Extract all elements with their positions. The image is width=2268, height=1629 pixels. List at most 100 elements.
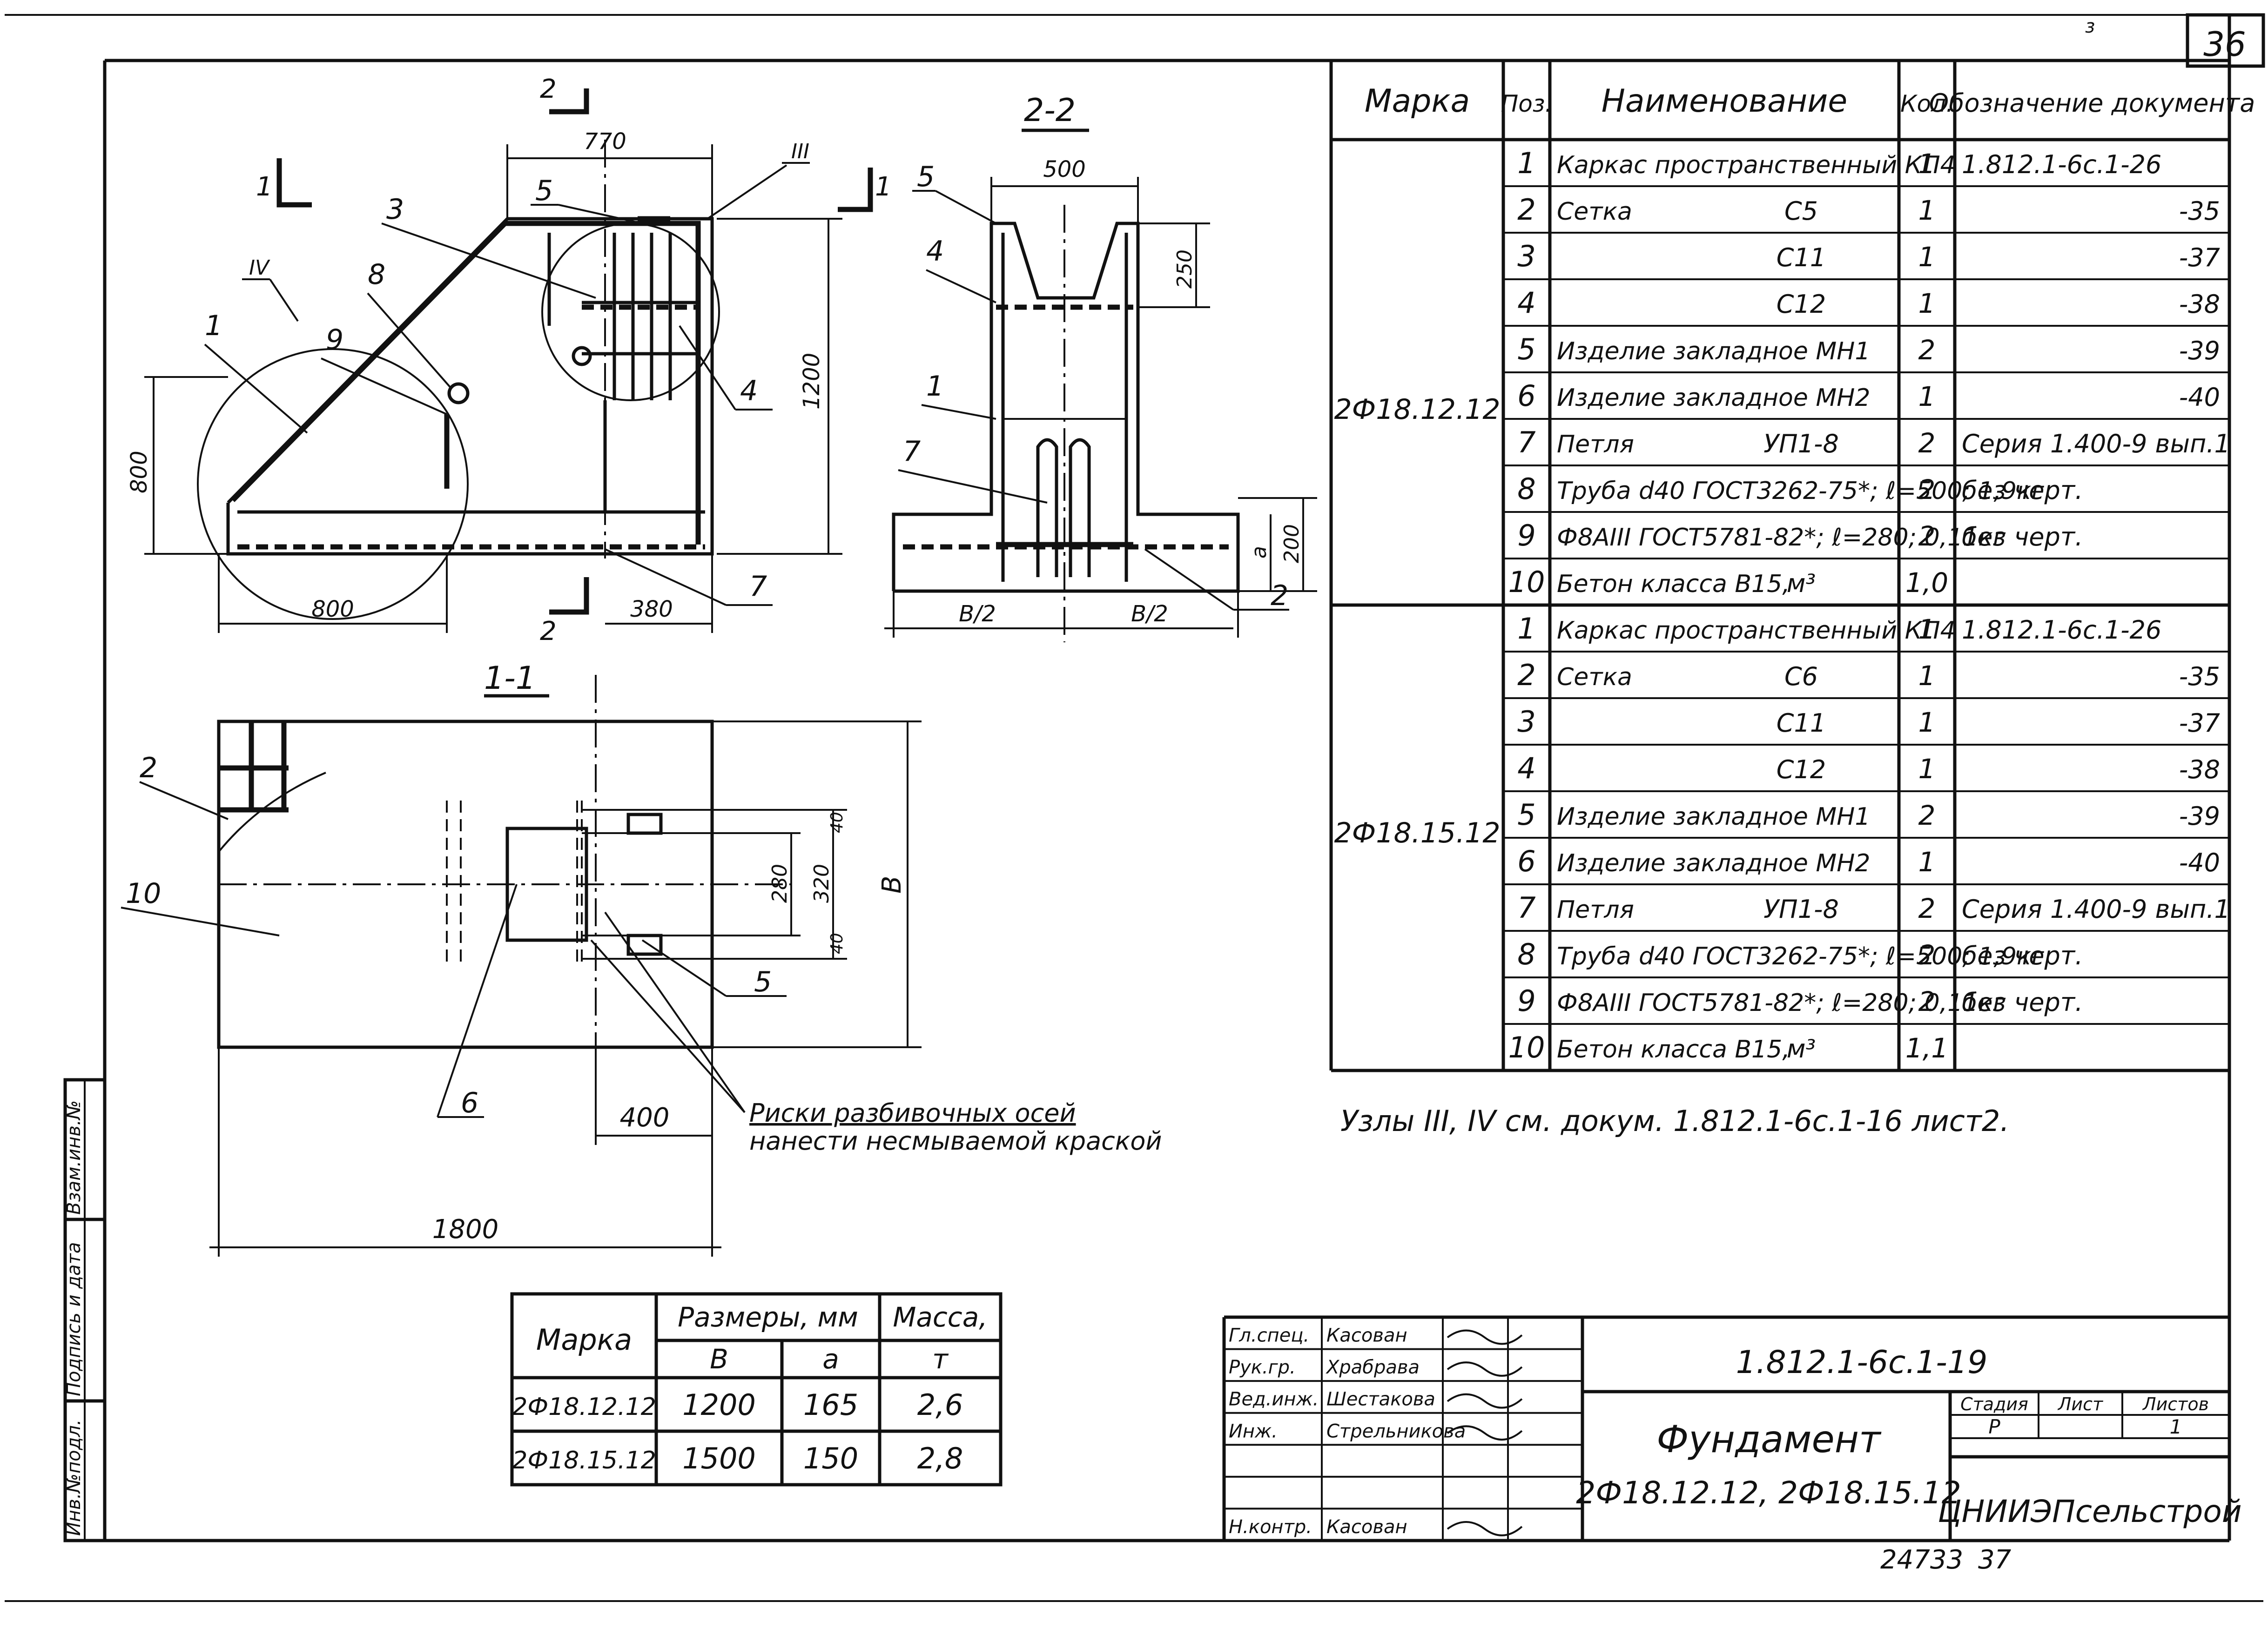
node-iii-label: III xyxy=(791,140,809,163)
spec-row-qty: 1 xyxy=(1918,707,1936,738)
sizes-sub-a: а xyxy=(822,1343,839,1375)
spec-row-code: м³ xyxy=(1787,569,1816,598)
spec-row-qty: 1 xyxy=(1918,148,1936,180)
sizes-table: Марка Размеры, мм Масса, В а т 2Ф18.12.1… xyxy=(510,1292,1003,1487)
spec-row-pos: 3 xyxy=(1517,705,1535,739)
spec-row-doc: Серия 1.400-9 вып.1 xyxy=(1962,895,2230,924)
spec-row-doc: -38 xyxy=(2179,289,2220,319)
section-marker-2-bottom: 2 xyxy=(540,616,557,646)
title-block-person: Касован xyxy=(1326,1325,1407,1346)
title-block-role: Вед.инж. xyxy=(1229,1389,1319,1410)
spec-row-doc: -39 xyxy=(2179,801,2220,831)
spec-row-code: С5 xyxy=(1784,196,1818,226)
dim-800-horizontal: 800 xyxy=(311,596,354,622)
spec-row-qty: 1 xyxy=(1918,613,1936,645)
spec-row-qty: 1 xyxy=(1918,753,1936,785)
spec-row-code: С12 xyxy=(1777,755,1826,784)
pos-label-2-s22: 2 xyxy=(1271,579,1288,612)
title-block-person: Касован xyxy=(1326,1516,1407,1538)
pos-label-7: 7 xyxy=(749,570,767,603)
title-block-role: Инж. xyxy=(1229,1420,1278,1442)
stage-label: Стадия xyxy=(1960,1394,2028,1414)
spec-row-name: Ф8АIII ГОСТ5781-82*; ℓ=280; 0,11кг xyxy=(1557,989,2006,1017)
pos-label-1: 1 xyxy=(205,310,222,342)
title-block-role: Рук.гр. xyxy=(1229,1357,1296,1378)
spec-row-name: Ф8АIII ГОСТ5781-82*; ℓ=280; 0,11кг xyxy=(1557,524,2006,552)
title-block: Гл.спец.КасованРук.гр.ХрабраваВед.инж.Ше… xyxy=(1222,1315,2242,1541)
spec-row-pos: 7 xyxy=(1517,425,1535,459)
document-code: 1.812.1-6с.1-19 xyxy=(1736,1344,1988,1381)
spec-row-doc: без черт. xyxy=(1962,988,2083,1017)
dim-b-half-left: B/2 xyxy=(959,601,996,627)
spec-row-code: УП1-8 xyxy=(1763,895,1839,924)
signature xyxy=(1447,1425,1523,1441)
axis-note-line1: Риски разбивочных осей xyxy=(749,1098,1076,1128)
spec-row-qty: 1 xyxy=(1918,195,1936,226)
spec-row-doc: без черт. xyxy=(1962,941,2083,970)
spec-row-pos: 6 xyxy=(1517,379,1535,413)
sizes-sub-t: т xyxy=(932,1343,949,1375)
spec-row-qty: 2 xyxy=(1918,427,1936,459)
spec-row-pos: 9 xyxy=(1517,984,1535,1018)
title-block-role: Гл.спец. xyxy=(1229,1325,1309,1346)
dim-1800: 1800 xyxy=(432,1214,499,1245)
spec-row-pos: 5 xyxy=(1517,332,1535,366)
section-1-1-title: 1-1 xyxy=(484,660,536,697)
spec-header-name: Наименование xyxy=(1602,83,1847,120)
dim-280: 280 xyxy=(768,864,792,903)
footer-page-number: 37 xyxy=(1978,1545,2012,1575)
spec-row-pos: 1 xyxy=(1517,146,1535,180)
signature xyxy=(1447,1329,1523,1345)
spec-row-name: Изделие закладное МН1 xyxy=(1557,803,1870,831)
spec-row-doc: без черт. xyxy=(1962,476,2083,505)
spec-row-doc: -40 xyxy=(2179,848,2220,877)
spec-row-doc: -35 xyxy=(2179,662,2220,691)
spec-group-mark-1: 2Ф18.12.12 xyxy=(1334,393,1500,426)
pos-label-5: 5 xyxy=(535,175,553,207)
spec-row-pos: 3 xyxy=(1517,239,1535,273)
pos-label-2-plan: 2 xyxy=(140,752,157,784)
sheets-value: 1 xyxy=(2170,1415,2182,1438)
section-1-1: 770 1200 800 800 380 1 1 2 2 III IV 1 xyxy=(126,74,892,698)
page-number-box xyxy=(2186,13,2265,68)
section-2-2-title: 2-2 xyxy=(1024,92,1076,129)
pos-label-4: 4 xyxy=(740,375,758,407)
node-iv-circle xyxy=(197,348,469,620)
spec-row-qty: 2 xyxy=(1918,334,1936,366)
spec-row-name: Изделие закладное МН2 xyxy=(1557,384,1870,412)
spec-row-qty: 2 xyxy=(1918,893,1936,924)
pos-label-3: 3 xyxy=(386,193,404,226)
spec-row-qty: 1,1 xyxy=(1905,1032,1948,1064)
sheet-label: Лист xyxy=(2057,1394,2104,1414)
signature xyxy=(1447,1521,1523,1536)
section-2-2: 500 250 200 a B/2 B/2 1 2 4 5 7 2-2 xyxy=(884,92,1317,642)
sizes-row-2-mass: 2,8 xyxy=(917,1441,963,1475)
sheet-frame: 36 з 24733 37 xyxy=(5,13,2265,1602)
title-block-role: Н.контр. xyxy=(1229,1516,1312,1538)
node-iv-label: IV xyxy=(249,256,270,280)
dim-770: 770 xyxy=(584,128,626,155)
pos-label-10-plan: 10 xyxy=(126,877,161,910)
stamp-replaces-label: Взам.инв.№ xyxy=(63,1100,85,1215)
spec-row-code: УП1-8 xyxy=(1763,429,1839,458)
spec-row-doc: -39 xyxy=(2179,336,2220,365)
node-iii-circle xyxy=(541,222,720,401)
sizes-row-2-mark: 2Ф18.15.12 xyxy=(512,1447,656,1474)
spec-row-qty: 1 xyxy=(1918,381,1936,412)
dim-200: 200 xyxy=(1280,524,1304,563)
spec-row-code: С6 xyxy=(1784,662,1818,691)
section-marker-1-left: 1 xyxy=(256,172,273,202)
spec-row-qty: 2 xyxy=(1918,800,1936,831)
pos-label-4-s22: 4 xyxy=(926,235,944,268)
dim-500: 500 xyxy=(1043,156,1086,182)
pos-label-8: 8 xyxy=(368,258,385,291)
plan-view: 280 320 40 40 B 400 1800 2 5 6 10 Риски … xyxy=(121,675,1162,1257)
spec-row-pos: 8 xyxy=(1517,472,1535,506)
spec-row-name: Бетон класса В15, xyxy=(1557,1036,1790,1064)
spec-row-name: Сетка xyxy=(1557,198,1632,226)
section-marker-1-right: 1 xyxy=(875,172,892,202)
spec-row-doc: -38 xyxy=(2179,755,2220,784)
dim-380: 380 xyxy=(630,596,673,622)
spec-row-pos: 7 xyxy=(1517,891,1535,925)
spec-row-name: Петля xyxy=(1557,431,1634,458)
